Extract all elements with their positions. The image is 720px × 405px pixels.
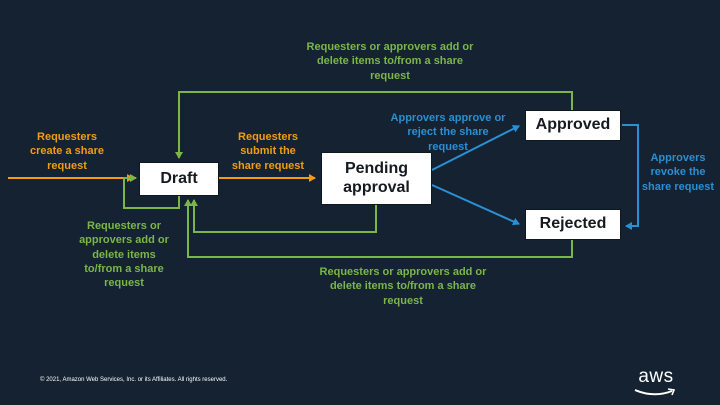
- top-loop-arrow: [175, 91, 573, 159]
- node-approved-label: Approved: [535, 116, 611, 134]
- approve-arrow: [431, 125, 520, 171]
- revoke-arrow: [622, 124, 639, 230]
- node-pending-label: Pending approval: [343, 160, 410, 196]
- label-left-loop: Requesters or approvers add or delete it…: [79, 220, 169, 290]
- pending-to-draft-arrow: [190, 199, 377, 233]
- node-rejected-label: Rejected: [539, 215, 607, 233]
- label-create: Requesters create a share request: [30, 131, 104, 172]
- bottom-loop-arrow: [184, 199, 573, 258]
- label-approve-reject: Approvers approve or reject the share re…: [390, 112, 506, 153]
- aws-logo-text: aws: [638, 366, 674, 387]
- left-loop-arrow: [123, 174, 180, 209]
- aws-smile-icon: [634, 388, 676, 396]
- node-rejected: Rejected: [525, 209, 621, 240]
- label-bottom-loop: Requesters or approvers add or delete it…: [319, 266, 487, 307]
- node-pending-approval: Pending approval: [321, 152, 432, 205]
- aws-logo: aws: [632, 366, 680, 396]
- node-approved: Approved: [525, 110, 621, 141]
- reject-arrow: [431, 184, 520, 226]
- label-revoke: Approvers revoke the share request: [641, 152, 715, 193]
- label-submit: Requesters submit the share request: [231, 131, 305, 172]
- label-top-loop: Requesters or approvers add or delete it…: [306, 41, 474, 82]
- node-draft: Draft: [139, 162, 219, 196]
- copyright-text: © 2021, Amazon Web Services, Inc. or its…: [40, 377, 228, 383]
- node-draft-label: Draft: [160, 169, 198, 187]
